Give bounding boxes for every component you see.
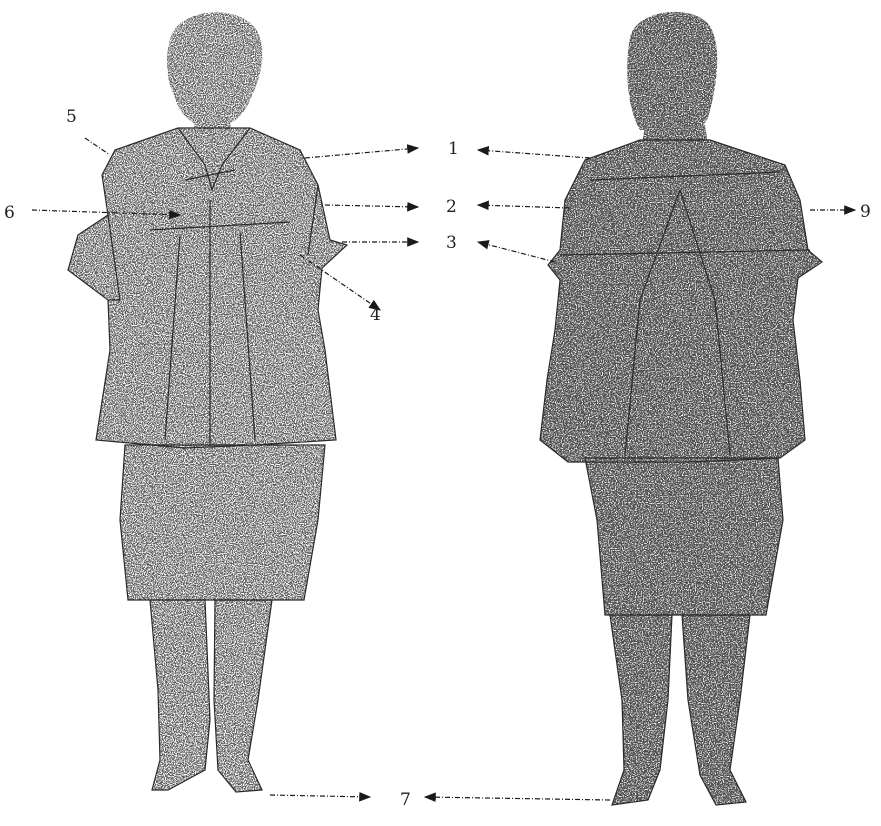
- leader-2-front: [325, 205, 418, 207]
- callout-6: 6: [4, 203, 15, 223]
- back-skirt: [585, 458, 783, 615]
- callout-7: 7: [400, 790, 411, 810]
- leader-7-front: [270, 795, 370, 797]
- back-right-leg: [682, 615, 750, 805]
- leader-7-back: [425, 797, 610, 800]
- callout-9: 9: [860, 202, 871, 222]
- callout-5: 5: [66, 107, 77, 127]
- leader-1-front: [305, 148, 418, 158]
- leader-5: [85, 138, 110, 155]
- front-right-leg: [214, 600, 272, 792]
- back-left-leg: [610, 615, 672, 805]
- leader-1-back: [478, 150, 590, 158]
- leader-2-back: [478, 205, 570, 208]
- front-skirt: [120, 445, 325, 600]
- callout-1: 1: [448, 139, 459, 159]
- back-figure: [540, 12, 822, 805]
- back-tunic: [540, 140, 822, 462]
- leader-3-back: [478, 242, 555, 262]
- callout-2: 2: [446, 197, 457, 217]
- front-figure: [68, 12, 347, 792]
- back-head: [627, 12, 717, 130]
- callout-3: 3: [446, 233, 457, 253]
- callout-4: 4: [370, 305, 381, 325]
- front-head: [167, 12, 262, 128]
